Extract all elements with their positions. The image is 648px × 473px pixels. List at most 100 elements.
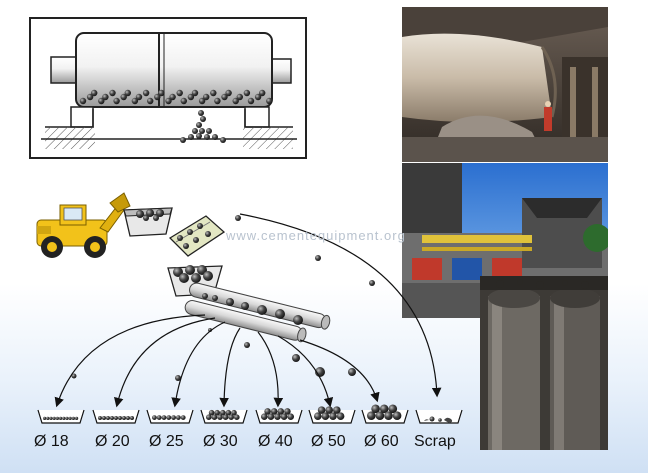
size-tray bbox=[146, 409, 194, 424]
grinding-ball bbox=[367, 411, 376, 421]
grinding-ball bbox=[266, 97, 273, 105]
grinding-ball bbox=[214, 97, 221, 105]
grinding-ball bbox=[75, 416, 79, 420]
size-label-50: Ø 50 bbox=[311, 433, 346, 450]
grinding-ball bbox=[180, 137, 186, 143]
grinding-ball bbox=[109, 89, 116, 97]
grinding-ball bbox=[175, 375, 181, 381]
grinding-ball bbox=[222, 414, 229, 421]
grinding-ball bbox=[143, 215, 149, 221]
grinding-ball bbox=[113, 97, 120, 105]
grinding-ball bbox=[379, 404, 389, 414]
grinding-ball bbox=[192, 128, 198, 134]
sorting-arrow bbox=[299, 339, 380, 403]
grinding-ball bbox=[208, 409, 215, 416]
grinding-ball bbox=[317, 406, 326, 414]
grinding-ball bbox=[325, 406, 334, 414]
shafts-photo bbox=[480, 276, 608, 450]
grinding-ball bbox=[98, 416, 102, 420]
grinding-ball bbox=[228, 414, 234, 421]
roller-sorter bbox=[184, 282, 331, 343]
grinding-ball bbox=[180, 97, 187, 105]
size-label-18: Ø 18 bbox=[34, 433, 69, 450]
grinding-ball bbox=[257, 305, 267, 315]
grinding-ball bbox=[212, 295, 218, 301]
grinding-ball bbox=[165, 97, 172, 105]
grinding-ball bbox=[191, 89, 199, 97]
grinding-ball bbox=[221, 93, 228, 101]
grinding-ball bbox=[191, 273, 201, 283]
grinding-ball bbox=[241, 302, 249, 310]
grinding-ball bbox=[185, 265, 195, 275]
grinding-ball bbox=[176, 415, 181, 420]
sorting-arrows bbox=[54, 213, 442, 408]
grinding-ball bbox=[388, 404, 398, 414]
grinding-ball bbox=[183, 243, 189, 249]
grinding-ball bbox=[187, 93, 195, 101]
grinding-ball bbox=[180, 415, 186, 420]
size-tray bbox=[361, 404, 409, 424]
grinding-ball bbox=[59, 416, 63, 420]
grinding-ball bbox=[236, 93, 243, 101]
grinding-ball bbox=[142, 89, 150, 97]
size-tray bbox=[308, 406, 356, 424]
grinding-ball bbox=[130, 416, 134, 420]
sorting-arrow bbox=[239, 213, 442, 398]
grinding-ball bbox=[220, 409, 226, 416]
grinding-ball bbox=[206, 414, 212, 421]
grinding-ball bbox=[280, 413, 288, 421]
grinding-ball bbox=[226, 298, 234, 306]
size-label-20: Ø 20 bbox=[95, 433, 130, 450]
grinding-ball bbox=[200, 116, 206, 122]
grinding-ball bbox=[156, 209, 164, 217]
ball-mill-schematic bbox=[29, 17, 307, 159]
grinding-ball bbox=[179, 273, 189, 283]
grinding-ball bbox=[91, 89, 98, 97]
sorting-arrow bbox=[257, 331, 284, 408]
size-tray bbox=[92, 409, 140, 424]
grinding-ball bbox=[292, 354, 300, 362]
grinding-ball bbox=[153, 215, 159, 221]
grinding-ball bbox=[196, 133, 202, 139]
grinding-ball bbox=[254, 93, 262, 101]
grinding-ball bbox=[371, 404, 380, 414]
grinding-ball bbox=[49, 416, 53, 420]
grinding-ball bbox=[204, 134, 210, 140]
scrap-piece bbox=[424, 419, 429, 421]
grinding-ball bbox=[86, 93, 94, 101]
grinding-ball bbox=[205, 231, 211, 237]
grinding-ball bbox=[329, 412, 337, 421]
sorting-arrow bbox=[219, 327, 241, 408]
grinding-ball bbox=[243, 89, 251, 97]
grinding-ball bbox=[321, 412, 330, 421]
grinding-ball bbox=[146, 209, 154, 217]
grinding-ball bbox=[261, 413, 268, 421]
grinding-ball bbox=[198, 110, 204, 116]
grinding-ball bbox=[197, 223, 203, 229]
grinding-ball bbox=[203, 271, 213, 281]
grinding-ball bbox=[156, 415, 162, 420]
size-tray bbox=[255, 408, 303, 424]
grinding-ball bbox=[244, 342, 250, 348]
grinding-ball bbox=[211, 414, 218, 421]
grinding-ball bbox=[220, 137, 226, 143]
grinding-ball bbox=[267, 413, 275, 421]
grinding-ball bbox=[293, 315, 303, 325]
grinding-ball bbox=[135, 93, 143, 101]
grinding-ball bbox=[106, 416, 110, 420]
size-label-60: Ø 60 bbox=[364, 433, 399, 450]
grinding-ball bbox=[217, 414, 223, 421]
grinding-ball bbox=[62, 416, 66, 420]
watermark: www.cementequipment.org bbox=[226, 228, 406, 243]
grinding-ball bbox=[247, 97, 255, 105]
grinding-ball bbox=[154, 93, 161, 101]
size-tray bbox=[37, 409, 85, 424]
grinding-ball bbox=[225, 89, 232, 97]
wheel-loader-icon bbox=[36, 192, 131, 258]
grinding-ball bbox=[259, 89, 266, 97]
grinding-ball bbox=[264, 408, 271, 415]
grinding-ball bbox=[314, 412, 322, 421]
sorting-arrow bbox=[114, 317, 216, 408]
grinding-ball bbox=[193, 237, 199, 243]
